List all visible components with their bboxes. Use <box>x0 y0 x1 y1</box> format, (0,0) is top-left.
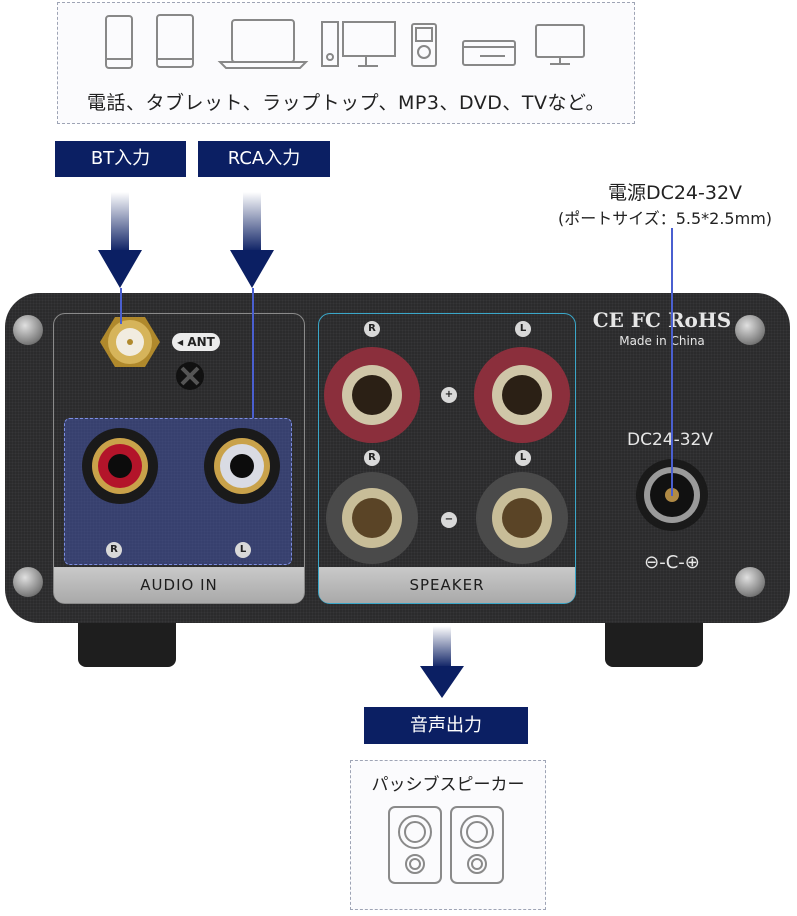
rca-jack-left <box>204 428 280 504</box>
desktop-pc-icon <box>321 21 396 67</box>
binding-post-bottom-right <box>326 472 418 564</box>
rca-right-marker: R <box>106 542 122 558</box>
speaker-label: SPEAKER <box>319 567 575 603</box>
source-devices-caption: 電話、タブレット、ラップトップ、MP3、DVD、TVなど。 <box>86 92 606 114</box>
smartphone-icon <box>105 15 133 69</box>
tv-icon <box>535 24 585 65</box>
speaker-binding-posts <box>324 347 570 564</box>
audio-in-label: AUDIO IN <box>54 567 304 603</box>
screw-icon <box>735 315 765 345</box>
antenna-connector[interactable] <box>90 312 220 412</box>
antenna-label: ◂ ANT <box>172 333 220 351</box>
passive-speaker-title: パッシブスピーカー <box>371 775 525 795</box>
audio-in-panel: AUDIO IN <box>53 313 305 604</box>
positive-marker: + <box>441 387 457 403</box>
screw-icon <box>735 567 765 597</box>
rca-input-arrow-icon <box>230 192 274 288</box>
bt-callout-line <box>120 288 122 324</box>
bt-input-arrow-icon <box>98 192 142 288</box>
tablet-icon <box>156 14 194 68</box>
dvd-player-icon <box>462 40 516 66</box>
dc-voltage-label: DC24-32V <box>627 430 713 450</box>
power-port-size: (ポートサイズ：5.5*2.5mm) <box>557 209 773 228</box>
speaker-top-right-marker: R <box>364 321 380 337</box>
source-device-icons <box>105 14 585 69</box>
audio-output-arrow-icon <box>420 626 464 698</box>
negative-marker: − <box>441 512 457 528</box>
binding-post-top-right <box>324 347 420 443</box>
rca-callout-line <box>252 288 254 418</box>
laptop-icon <box>217 19 309 69</box>
passive-speaker-icon <box>388 806 504 884</box>
speaker-bottom-right-marker: R <box>364 450 380 466</box>
rca-left-marker: L <box>235 542 251 558</box>
bt-input-label: BT入力 <box>55 141 186 177</box>
antenna-label-text: ANT <box>187 335 215 349</box>
audio-output-label: 音声出力 <box>364 707 528 744</box>
left-foot <box>78 623 176 667</box>
made-in-label: Made in China <box>619 334 705 348</box>
binding-post-bottom-left <box>476 472 568 564</box>
speaker-top-left-marker: L <box>515 321 531 337</box>
right-foot <box>605 623 703 667</box>
certification-marks: CE FC RoHS <box>592 308 732 332</box>
rca-input-label: RCA入力 <box>198 141 330 177</box>
passive-speaker-box <box>350 760 546 910</box>
speaker-bottom-left-marker: L <box>515 450 531 466</box>
screw-icon <box>13 567 43 597</box>
rca-jacks <box>82 428 280 504</box>
screw-icon <box>13 315 43 345</box>
rca-jack-right <box>82 428 158 504</box>
power-callout-line <box>671 228 673 496</box>
mp3-player-icon <box>411 23 437 67</box>
polarity-symbol-icon: ⊖-C-⊕ <box>644 552 700 573</box>
power-input-title: 電源DC24-32V <box>607 182 743 204</box>
binding-post-top-left <box>474 347 570 443</box>
speaker-output-panel: SPEAKER <box>318 313 576 604</box>
